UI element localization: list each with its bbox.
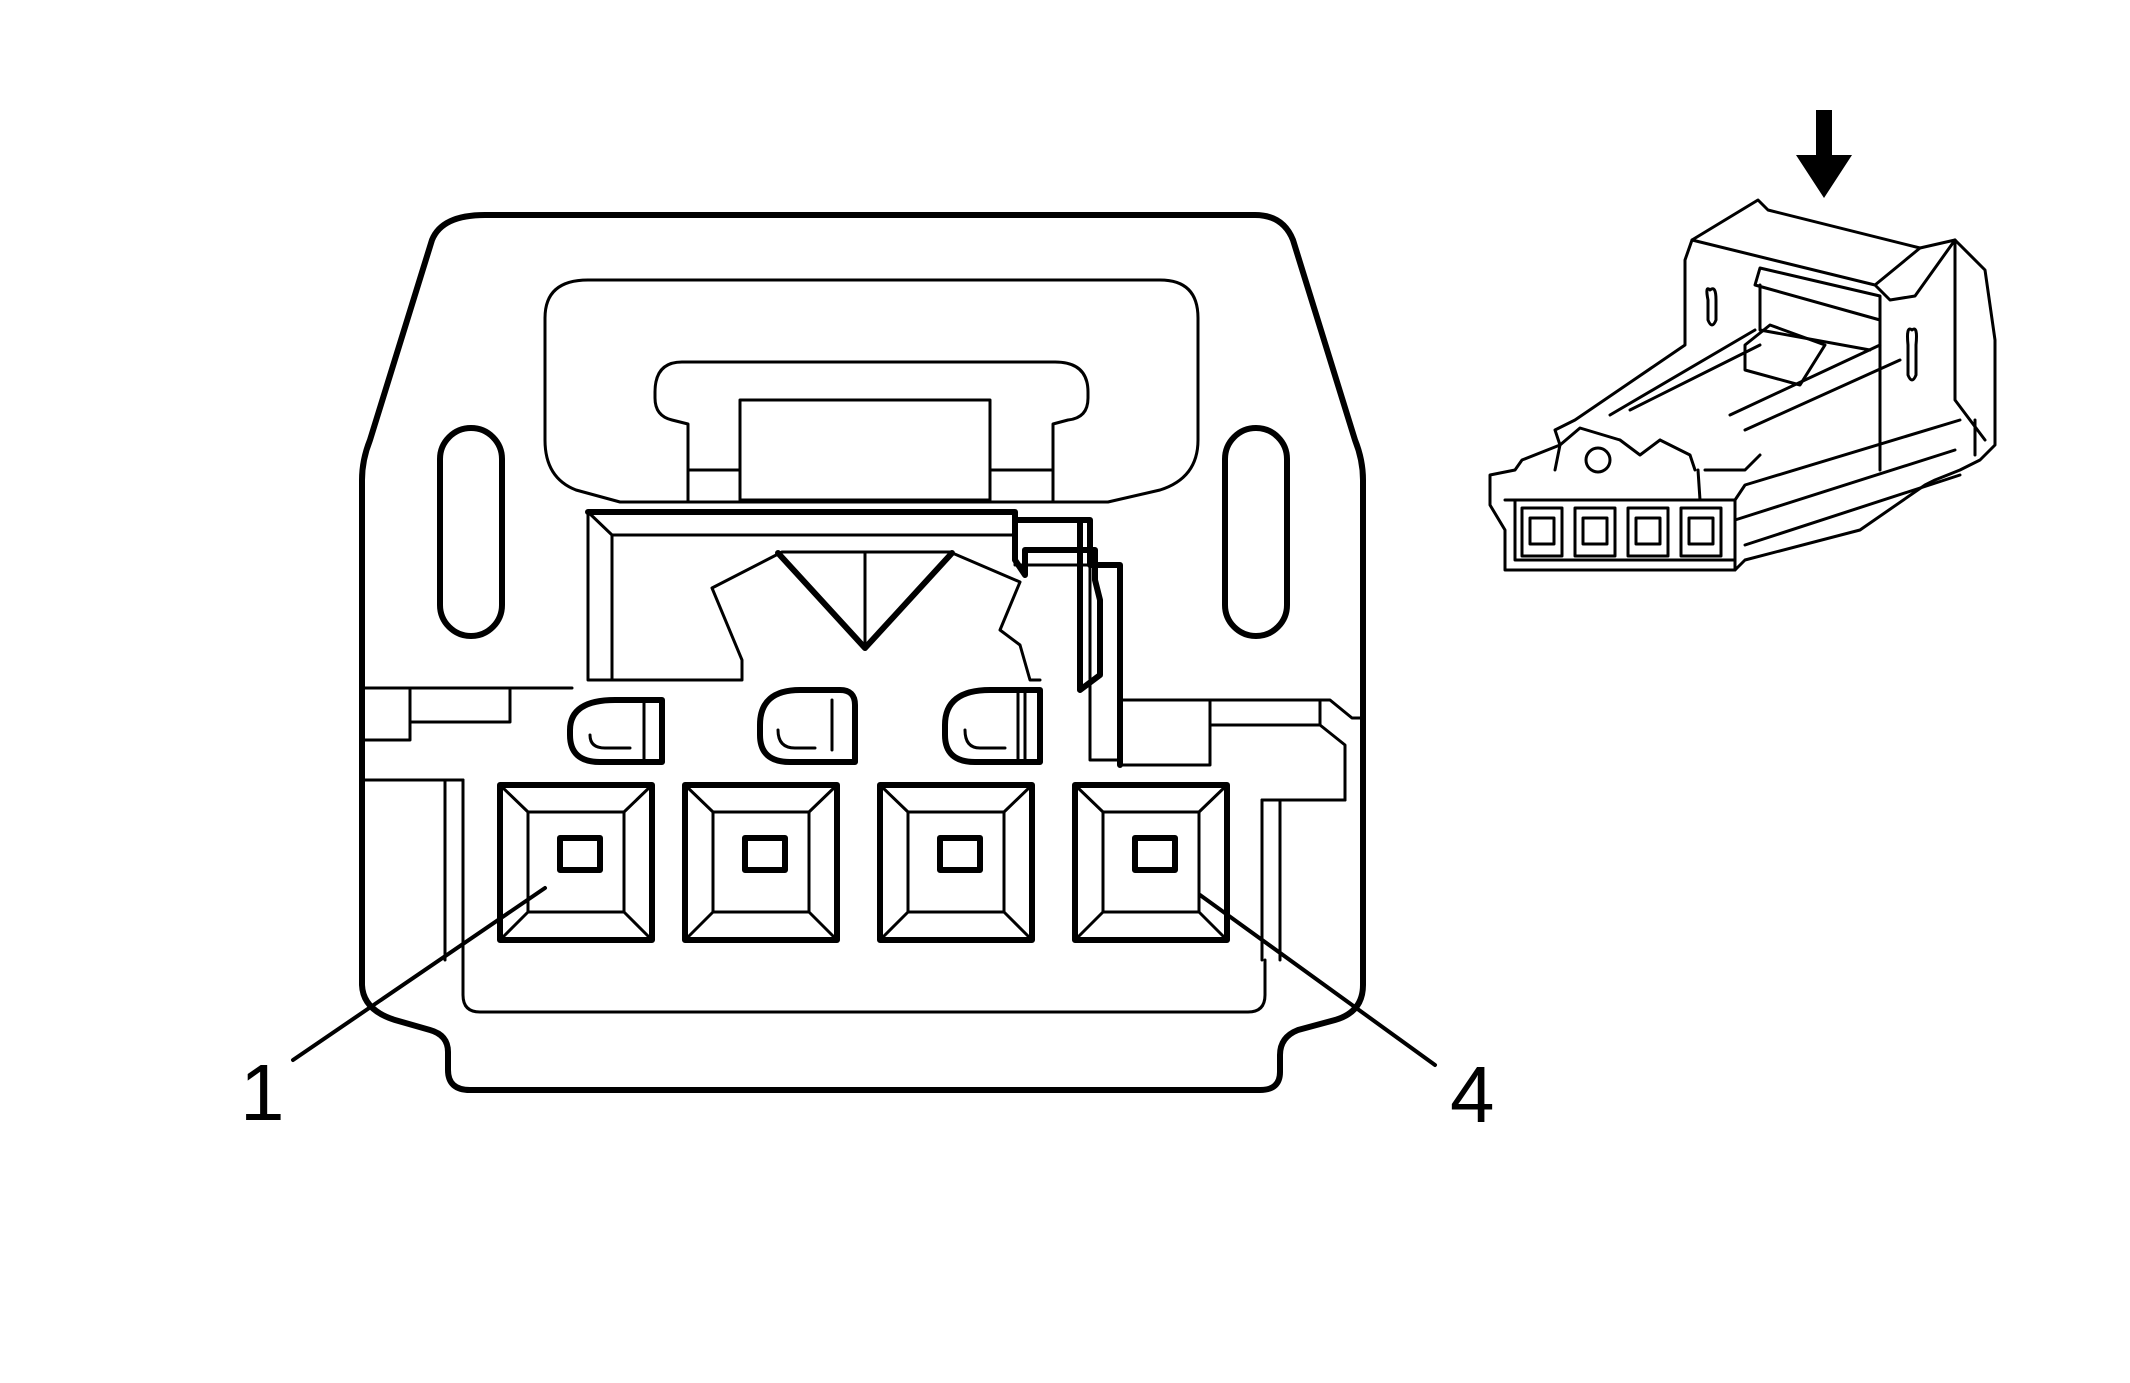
thumbnail-slot-right [1906,327,1918,382]
thumbnail-lock-mechanism [1553,426,1697,472]
pin-cavity-4 [1072,782,1230,943]
latch-tongue [653,360,1090,504]
terminal-latch-3-inner [963,728,1007,750]
pin-cavity-3 [877,782,1035,943]
thumbnail-lock-center [1584,446,1612,474]
locking-block-bevel [586,510,614,682]
latch-frame-outer [543,278,1200,504]
pin-cavities [497,782,1230,943]
terminal-latch-1-inner [588,733,632,750]
connector-3d-view-icon [1488,110,1997,572]
thumbnail-slot-left [1705,287,1718,327]
thumbnail-top-face [1690,238,1957,302]
connector-face-view: 1 4 [240,212,1495,1139]
connector-housing-outline [359,212,1366,1093]
thumbnail-latch-tab [1743,323,1827,387]
thumbnail-side-right [1878,238,1987,472]
housing-seam-right-detail [1118,698,1347,802]
right-vertical-key-inner [1013,518,1092,567]
thumbnail-pin-cavities [1520,506,1723,558]
terminal-latches [567,687,1043,765]
thumbnail-ridge-lines [1608,328,1902,432]
thumbnail-face-frame [1503,498,1737,572]
thumbnail-front-rail [1733,418,1962,547]
left-guide-slot [437,425,505,639]
housing-lower-lip [461,958,1267,1014]
pin-1-leader-line [291,886,547,1062]
pin-4-leader-line [1198,893,1437,1067]
housing-seam-left-detail [360,688,512,742]
right-guide-slot [1222,425,1290,639]
pin-cavity-1 [497,782,655,943]
thumbnail-front-notch [1696,453,1762,502]
pin-1-label: 1 [240,1048,285,1137]
housing-seam-right [1208,698,1365,720]
pin-cavity-2 [682,782,840,943]
thumbnail-body-outline [1488,198,1997,572]
locking-block [585,509,1103,693]
arrow-down-icon [1796,110,1852,198]
terminal-latch-2-inner [776,728,817,750]
terminal-latch-1 [567,697,665,765]
right-vertical-key-stem [1088,563,1120,762]
latch-tongue-window [738,398,992,502]
pin-4-label: 4 [1450,1050,1495,1139]
terminal-latch-2 [757,687,858,765]
